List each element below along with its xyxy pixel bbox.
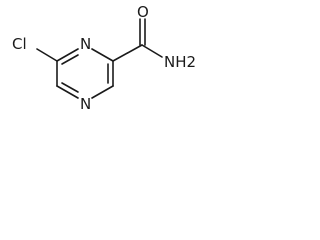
oxygen-label: O — [137, 3, 149, 21]
bond-c6-cl — [36, 48, 58, 62]
bond-n4-c5-inner — [61, 82, 79, 93]
substituent-bonds — [36, 18, 163, 62]
nitrogen-label-bottom: N — [80, 95, 91, 113]
amine-label: NH2 — [164, 53, 196, 71]
bond-c6-n1 — [56, 48, 79, 62]
bond-c2-camide — [112, 44, 143, 62]
chlorine-label: Cl — [12, 35, 27, 53]
nitrogen-label-top: N — [80, 35, 91, 53]
bond-n4-c5 — [56, 85, 79, 99]
bond-c3-n4 — [91, 85, 114, 99]
bond-c6-n1-inner — [61, 54, 79, 65]
bond-n1-c2 — [91, 48, 114, 62]
ring-bonds — [56, 48, 114, 99]
chemical-structure: Cl N N O NH2 — [12, 3, 196, 113]
bond-c-n — [141, 44, 163, 58]
